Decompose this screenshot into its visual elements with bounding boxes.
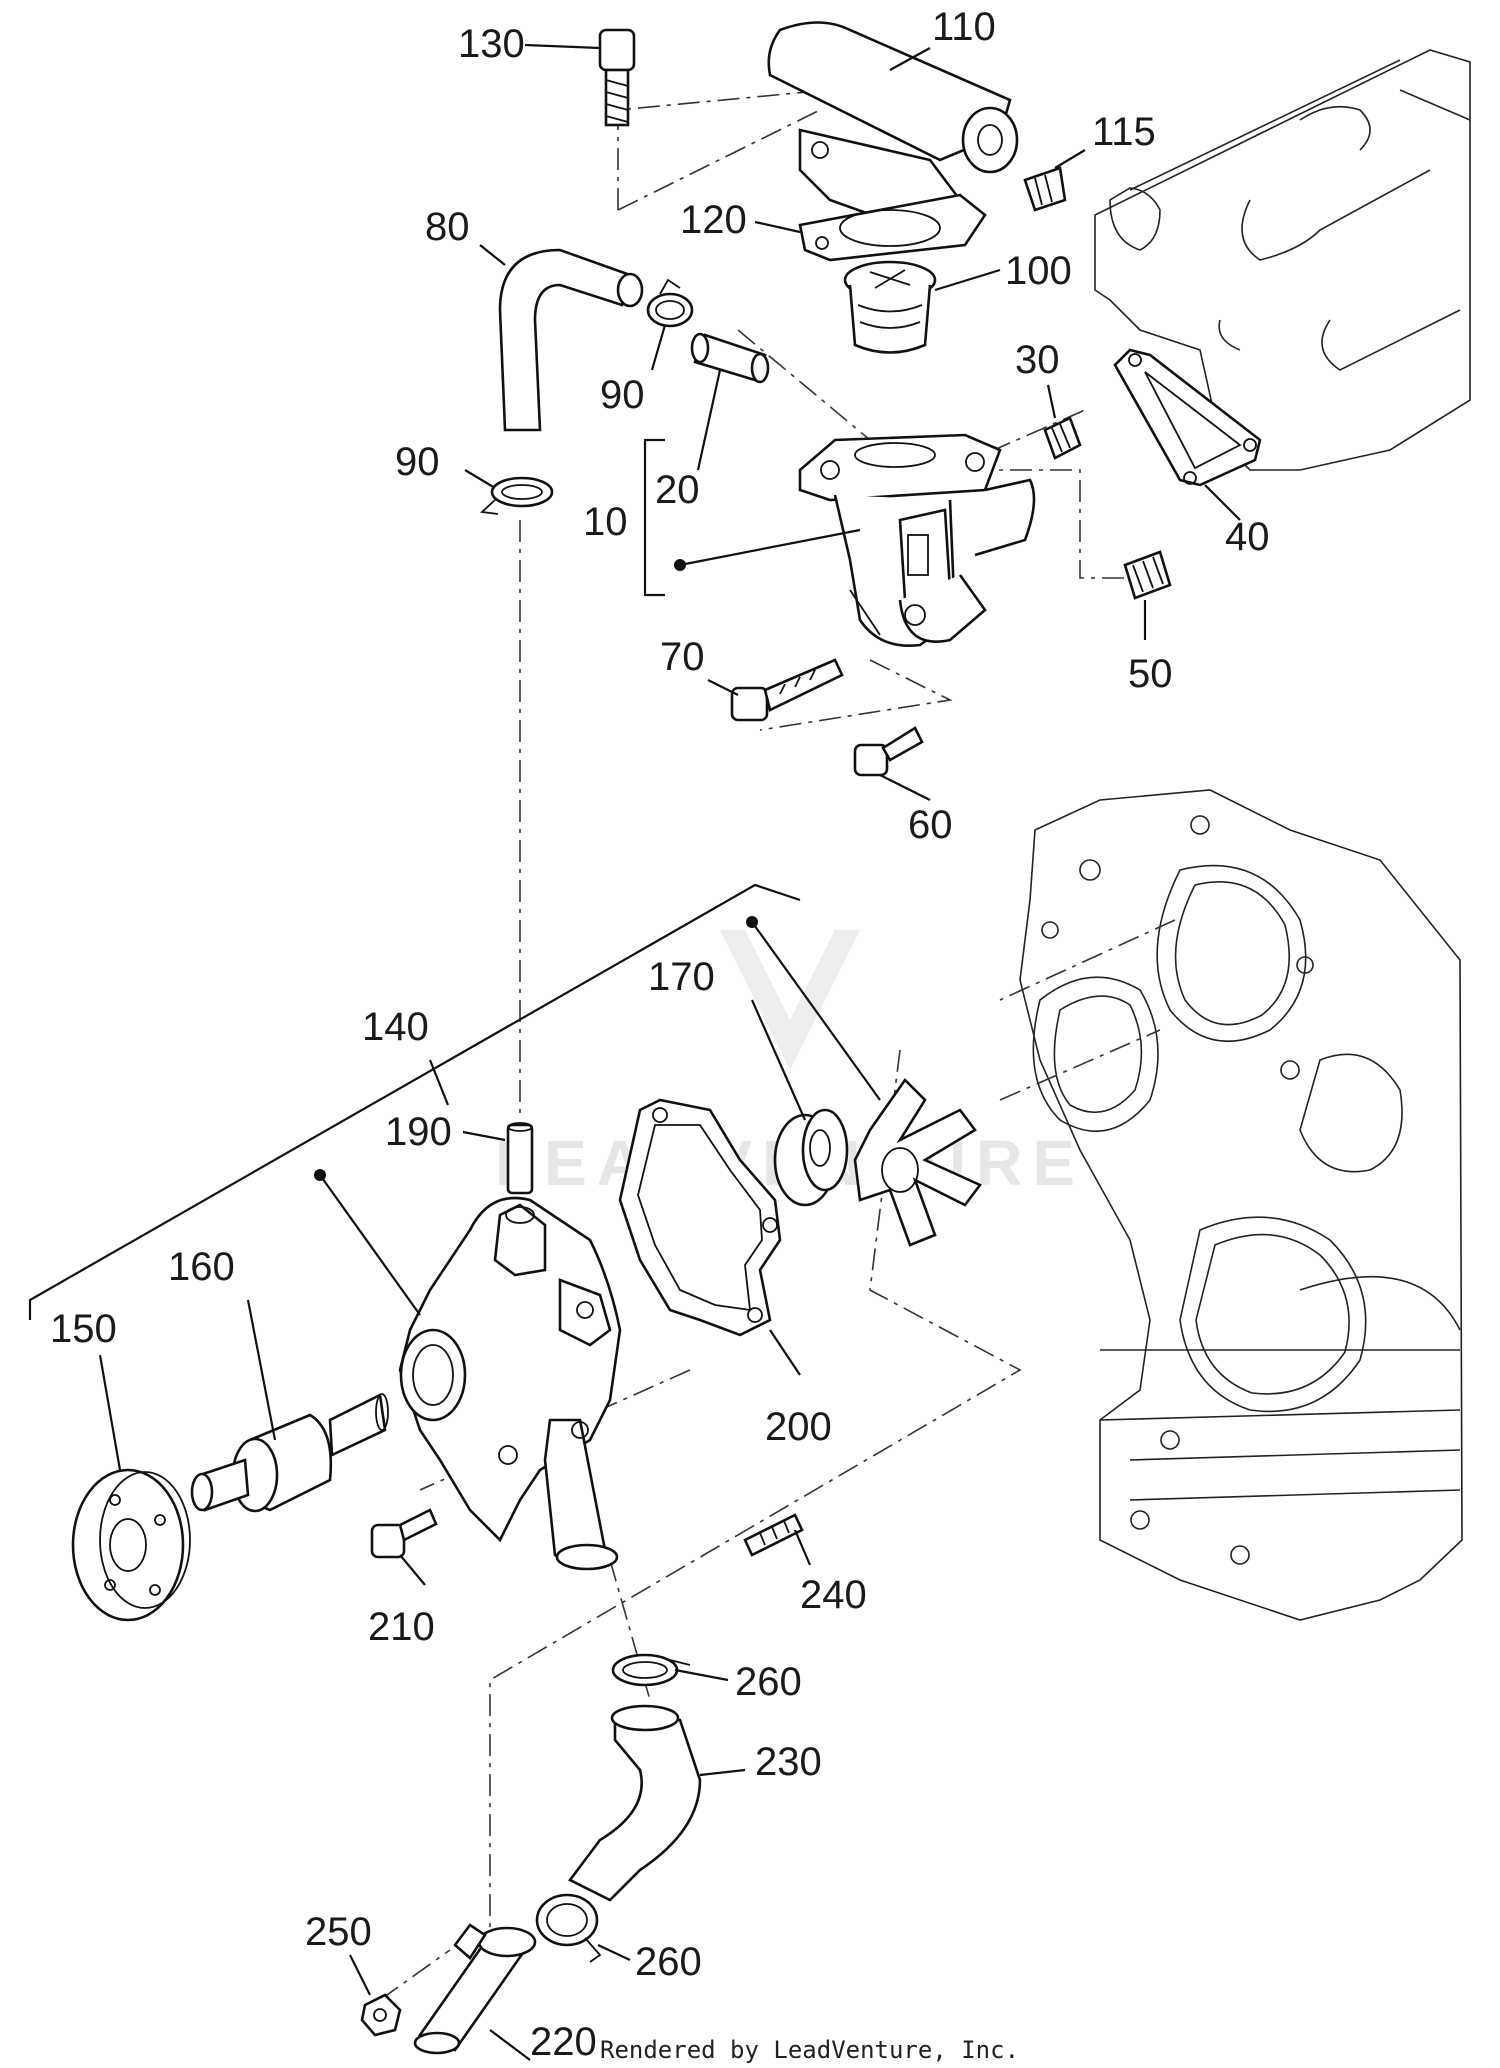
part-60-bolt xyxy=(853,726,924,777)
callout-230: 230 xyxy=(755,1740,822,1784)
part-250-nut xyxy=(360,1993,402,2037)
part-120-gasket xyxy=(798,193,987,262)
callout-90-lower: 90 xyxy=(395,440,440,484)
part-impeller xyxy=(853,1077,983,1247)
callout-120: 120 xyxy=(680,198,747,242)
callout-labels: 130 110 115 80 120 100 90 90 30 20 10 40… xyxy=(50,5,1270,2064)
callout-170: 170 xyxy=(648,955,715,999)
callout-250: 250 xyxy=(305,1910,372,1954)
callout-20: 20 xyxy=(655,468,700,512)
callout-50: 50 xyxy=(1128,652,1173,696)
part-260-clamp-lower xyxy=(535,1893,602,1963)
part-150-flange xyxy=(71,1468,191,1622)
part-90-clamp-lower xyxy=(479,476,554,515)
part-170-seal xyxy=(773,1108,849,1207)
callout-40: 40 xyxy=(1225,515,1270,559)
callout-160: 160 xyxy=(168,1245,235,1289)
callout-190: 190 xyxy=(385,1110,452,1154)
callout-30: 30 xyxy=(1015,338,1060,382)
part-100-thermostat xyxy=(843,260,937,354)
render-credit: Rendered by LeadVenture, Inc. xyxy=(600,2036,1019,2064)
part-200-gasket xyxy=(618,1098,782,1337)
callout-220: 220 xyxy=(530,2020,597,2064)
callout-90-upper: 90 xyxy=(600,373,645,417)
part-160-bearing xyxy=(190,1393,389,1513)
part-50-plug xyxy=(1123,550,1172,600)
callout-130: 130 xyxy=(458,22,525,66)
part-30-plug xyxy=(1043,416,1082,460)
part-115-plug xyxy=(1023,166,1067,212)
callout-115: 115 xyxy=(1092,110,1156,154)
engine-block-outline xyxy=(1019,49,1471,1621)
part-110-thermostat-cover xyxy=(767,21,1019,227)
part-190-pin xyxy=(506,1122,534,1195)
part-70-bolt xyxy=(730,658,844,722)
part-260-clamp-upper xyxy=(611,1653,691,1687)
part-10-housing xyxy=(798,433,1036,647)
part-80-hose xyxy=(498,248,644,432)
callout-140: 140 xyxy=(362,1005,429,1049)
callout-210: 210 xyxy=(368,1605,435,1649)
callout-260-upper: 260 xyxy=(735,1660,802,1704)
part-210-bolt xyxy=(370,1508,438,1559)
part-20-pipe xyxy=(690,332,770,384)
part-130-bolt xyxy=(598,28,636,127)
part-40-gasket xyxy=(1113,348,1262,487)
callout-10: 10 xyxy=(583,500,628,544)
callout-200: 200 xyxy=(765,1405,832,1449)
part-240-stud xyxy=(743,1513,804,1557)
callout-260-lower: 260 xyxy=(635,1940,702,1984)
part-140-pump-body xyxy=(398,1196,622,1571)
callout-80: 80 xyxy=(425,205,470,249)
part-220-pipe xyxy=(413,1923,537,2055)
callout-60: 60 xyxy=(908,803,953,847)
part-230-hose xyxy=(568,1704,702,1902)
callout-150: 150 xyxy=(50,1307,117,1351)
callout-100: 100 xyxy=(1005,249,1072,293)
callout-110: 110 xyxy=(932,5,996,49)
leader-lines xyxy=(28,43,1241,2061)
callout-240: 240 xyxy=(800,1573,867,1617)
callout-70: 70 xyxy=(660,635,705,679)
part-90-clamp-upper xyxy=(646,278,694,328)
